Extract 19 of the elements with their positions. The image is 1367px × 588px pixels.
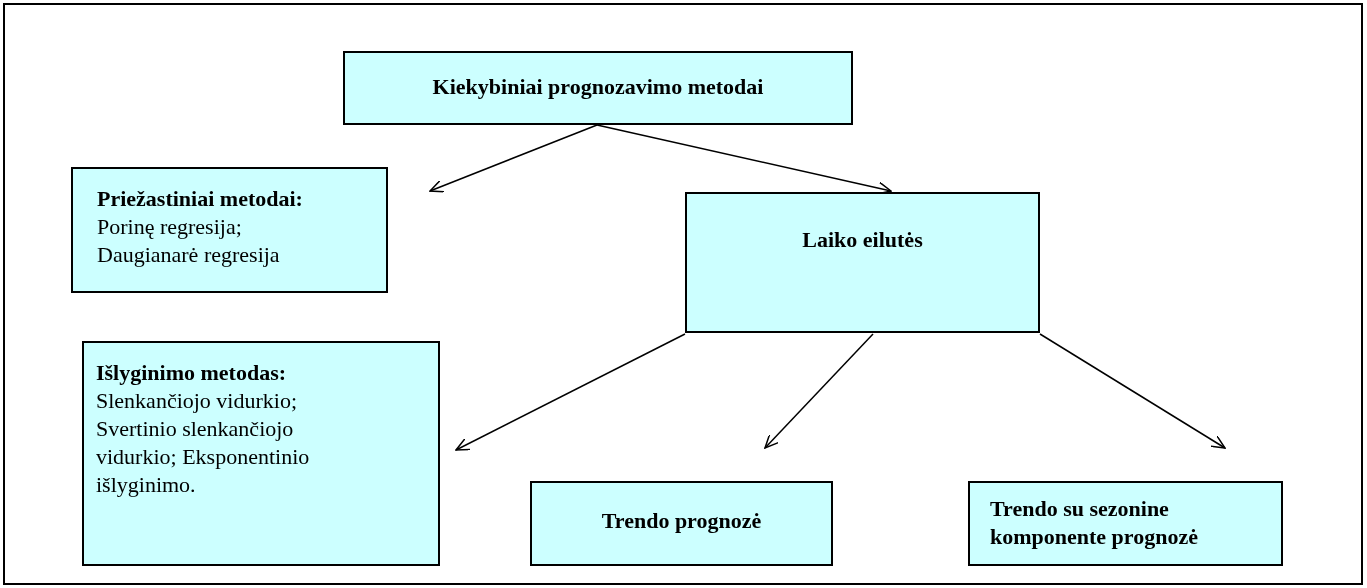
arrow	[1039, 333, 1226, 449]
box-text: Slenkančiojo vidurkio; Svertinio slenkančiojo vidurkio; Eksponentinio išlyginimo.	[96, 387, 311, 499]
box-text: Porinę regresija; Daugianarė regresija	[97, 213, 281, 269]
method-box	[343, 51, 853, 125]
method-box	[530, 481, 833, 566]
arrow	[596, 124, 892, 195]
method-box	[82, 341, 440, 566]
box-heading: Laiko eilutės	[802, 226, 923, 254]
box-heading: Kiekybiniai prognozavimo metodai	[432, 73, 764, 101]
method-box	[71, 167, 388, 293]
box-heading: Priežastiniai metodai:	[97, 185, 303, 213]
arrow	[455, 333, 686, 451]
arrow	[764, 333, 874, 449]
box-heading: Trendo prognozė	[601, 507, 762, 535]
box-heading: Trendo su sezonine komponente prognozė	[990, 495, 1199, 551]
method-box	[968, 481, 1283, 566]
box-heading: Išlyginimo metodas:	[96, 359, 287, 387]
arrow	[429, 124, 598, 193]
method-box	[685, 192, 1040, 333]
